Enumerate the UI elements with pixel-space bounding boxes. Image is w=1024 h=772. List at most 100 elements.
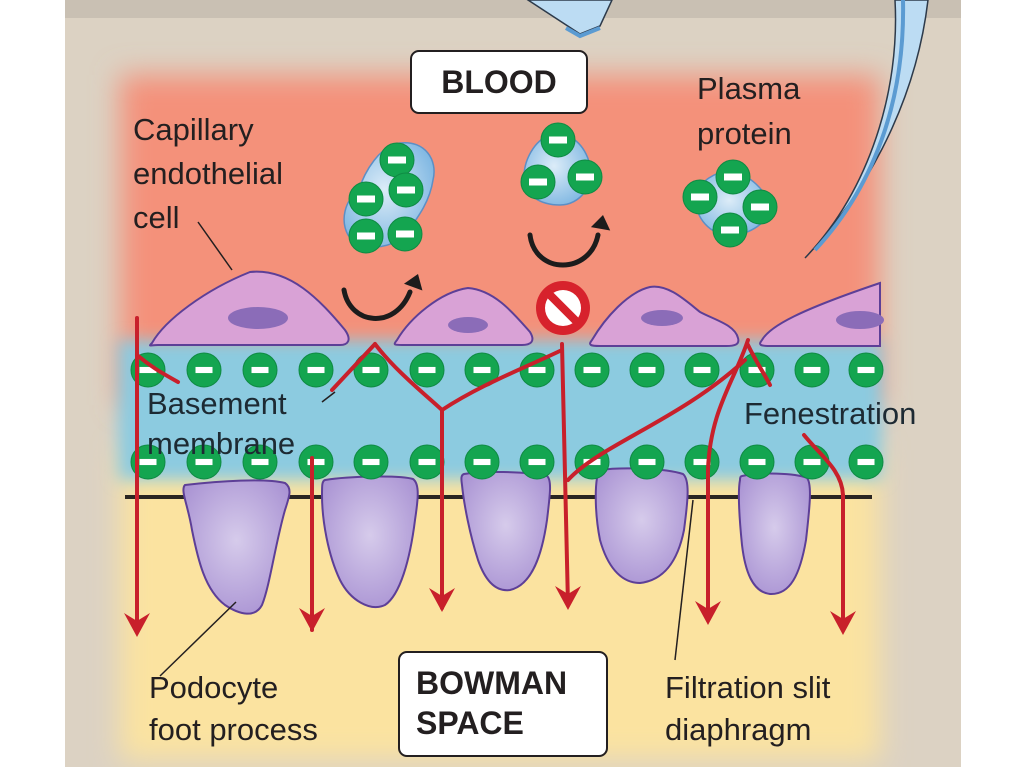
filtration-path [746,343,772,387]
minus-sign [418,458,436,466]
bowman-label-line1: BOWMAN [416,665,568,701]
minus-sign [638,458,656,466]
blood-label-text: BLOOD [441,64,557,100]
top-shadow [65,0,961,18]
blood-region-label: BLOOD [410,50,588,114]
slit-label-line1: Filtration slit [665,670,831,705]
minus-sign [362,366,380,374]
minus-sign [528,458,546,466]
leader-line [159,601,237,677]
filtration-path [802,433,845,630]
basement-membrane-label: Basement membrane [147,384,295,464]
filtration-path [706,338,750,622]
minus-sign [803,366,821,374]
podocyte-layer [125,467,872,615]
cell-nucleus [641,310,683,326]
minus-sign [638,366,656,374]
capillary-funnel-edge [565,26,601,39]
capillary-label-line3: cell [133,200,180,235]
filtration-slit-diaphragm-label: Filtration slit diaphragm [665,667,830,751]
endothelial-cell [393,286,534,346]
minus-sign [388,156,406,164]
minus-sign [362,458,380,466]
leader-line [321,391,336,403]
leader-line-layer [159,221,694,677]
arrowhead-down [124,613,150,637]
arrowhead-down [695,601,721,625]
podocyte-foot-process-label: Podocyte foot process [149,667,318,751]
minus-sign [418,366,436,374]
minus-sign [529,178,547,186]
minus-sign [693,366,711,374]
filtration-path [135,353,180,384]
bowman-space-label: BOWMAN SPACE [398,651,608,757]
minus-sign [528,366,546,374]
capillary-tube-layer [526,0,929,259]
bowman-label-line2: SPACE [416,705,524,741]
plasma-label-line2: protein [697,116,792,151]
repulsion-arrow [341,287,413,321]
minus-sign [691,193,709,201]
cell-nucleus [228,307,288,329]
minus-sign [583,366,601,374]
minus-sign [357,195,375,203]
minus-sign [357,232,375,240]
cell-nucleus [448,317,488,333]
plasma-label-line1: Plasma [697,71,801,106]
arrowhead-down [555,586,581,610]
arrowhead-down [830,611,856,635]
filtration-path [566,358,747,482]
podocyte-label-line1: Podocyte [149,670,279,705]
capillary-label-line2: endothelial [133,156,283,191]
minus-sign [857,366,875,374]
filtration-path [373,342,444,412]
capillary-label-line1: Capillary [133,112,254,147]
minus-sign [748,366,766,374]
fenestration-label: Fenestration [744,396,916,432]
minus-sign [803,458,821,466]
plasma-protein-layer [341,122,778,335]
plasma-protein-label: Plasma protein [697,66,800,156]
basement-label-line1: Basement [147,386,287,421]
minus-sign [139,458,157,466]
filtration-arrow-layer [124,316,856,637]
blocked-sign-bar [546,291,580,325]
minus-sign [307,366,325,374]
minus-sign [693,458,711,466]
minus-sign [251,366,269,374]
minus-sign [195,366,213,374]
endothelial-cell [759,281,881,347]
cell-nucleus [836,311,884,329]
minus-sign [473,366,491,374]
repulsion-arrowhead [404,274,423,291]
podocyte-foot-process [320,475,419,608]
capillary-endothelial-cell-label: Capillary endothelial cell [133,108,283,240]
minus-sign [251,458,269,466]
fenestration-label-text: Fenestration [744,396,917,431]
minus-sign [857,458,875,466]
minus-sign [397,186,415,194]
capillary-funnel [526,0,613,35]
minus-sign [748,458,766,466]
minus-sign [576,173,594,181]
minus-sign [724,173,742,181]
endothelial-cell-layer [149,270,884,347]
filtration-path [330,342,377,392]
arrowhead-down [429,588,455,612]
leader-line [674,499,694,661]
minus-sign [396,230,414,238]
capillary-tube-inner-wall [813,0,906,252]
minus-sign [195,458,213,466]
minus-sign [549,136,567,144]
filtration-path [440,348,564,412]
minus-sign [473,458,491,466]
filtration-path [560,342,570,607]
podocyte-label-line2: foot process [149,712,318,747]
leader-line [197,221,233,271]
arrowhead-down [299,608,325,632]
capillary-tube [804,0,929,259]
minus-sign [721,226,739,234]
minus-sign [751,203,769,211]
